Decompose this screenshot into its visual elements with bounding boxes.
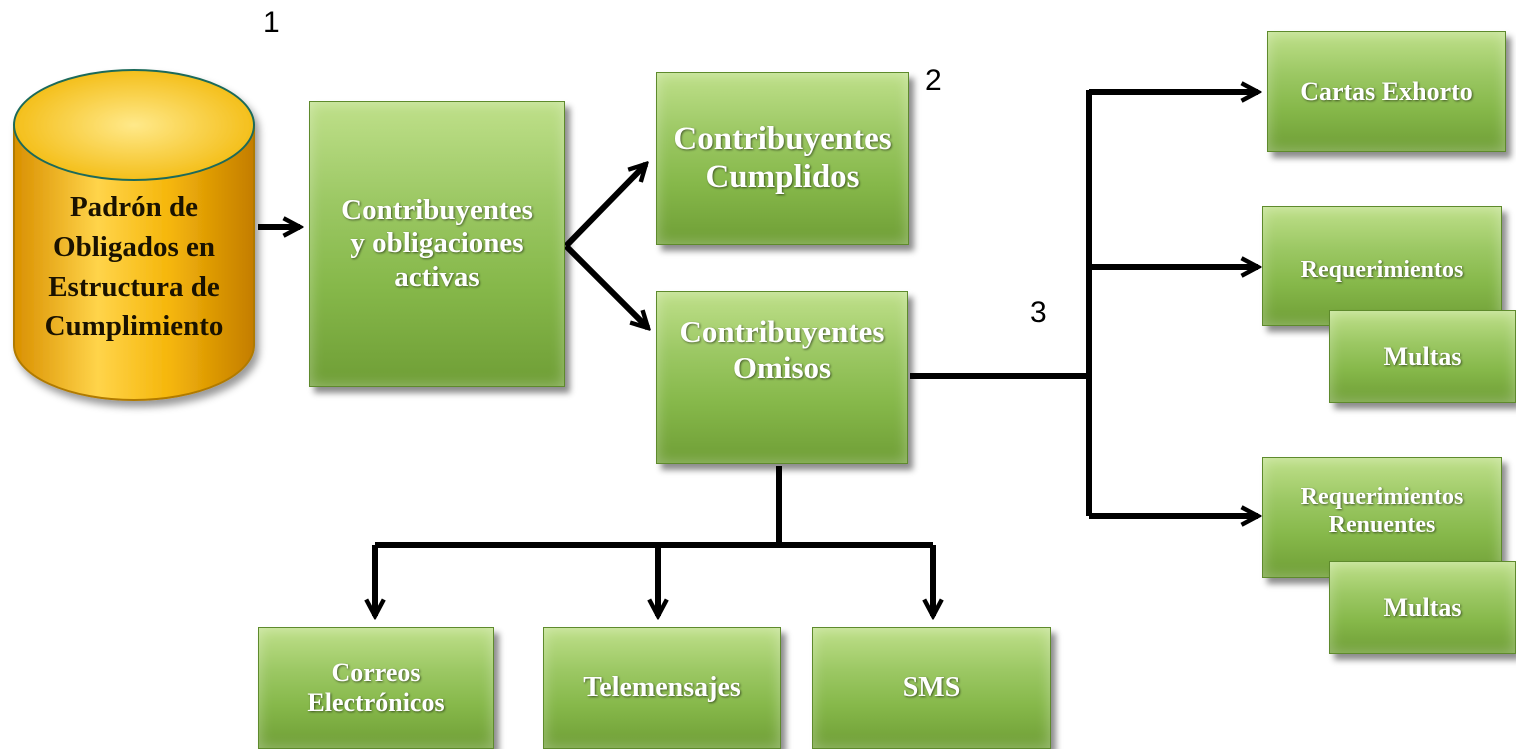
node-contribuyentes-cumplidos-label: Contribuyentes Cumplidos [673, 120, 892, 195]
step-marker-1: 1 [263, 6, 280, 39]
node-requerimientos-renuentes: Requerimientos Renuentes [1262, 457, 1502, 578]
connector-activos-to-omisos [563, 243, 648, 328]
node-cartas-exhorto-label: Cartas Exhorto [1300, 76, 1473, 106]
source-database-label: Padrón de Obligados en Estructura de Cum… [44, 191, 224, 343]
node-requerimientos: Requerimientos [1262, 206, 1502, 326]
connector-omisos-to-right-branches [910, 90, 1258, 516]
node-correos-electronicos: Correos Electrónicos [258, 627, 494, 749]
node-contribuyentes-omisos-label: Contribuyentes Omisos [679, 314, 885, 385]
node-contribuyentes-activos: Contribuyentes y obligaciones activas [309, 101, 565, 387]
node-correos-electronicos-label: Correos Electrónicos [307, 658, 445, 717]
node-sms: SMS [812, 627, 1051, 749]
connector-omisos-to-bottom-branches [375, 466, 933, 616]
node-telemensajes-label: Telemensajes [583, 671, 741, 703]
node-contribuyentes-omisos: Contribuyentes Omisos [656, 291, 908, 464]
node-sms-label: SMS [902, 671, 961, 703]
node-requerimientos-label: Requerimientos [1300, 257, 1464, 283]
step-marker-3: 3 [1030, 296, 1047, 329]
connector-activos-to-cumplidos [563, 164, 646, 249]
node-multas-2-label: Multas [1383, 592, 1462, 622]
step-marker-2: 2 [925, 64, 942, 97]
node-contribuyentes-cumplidos: Contribuyentes Cumplidos [656, 72, 909, 245]
node-telemensajes: Telemensajes [543, 627, 781, 749]
node-multas-1: Multas [1329, 310, 1516, 403]
node-requerimientos-renuentes-label: Requerimientos Renuentes [1300, 484, 1464, 538]
node-multas-2: Multas [1329, 561, 1516, 654]
node-multas-1-label: Multas [1383, 341, 1462, 371]
database-cylinder-icon [13, 69, 255, 401]
node-cartas-exhorto: Cartas Exhorto [1267, 31, 1506, 152]
node-contribuyentes-activos-label: Contribuyentes y obligaciones activas [341, 193, 533, 293]
